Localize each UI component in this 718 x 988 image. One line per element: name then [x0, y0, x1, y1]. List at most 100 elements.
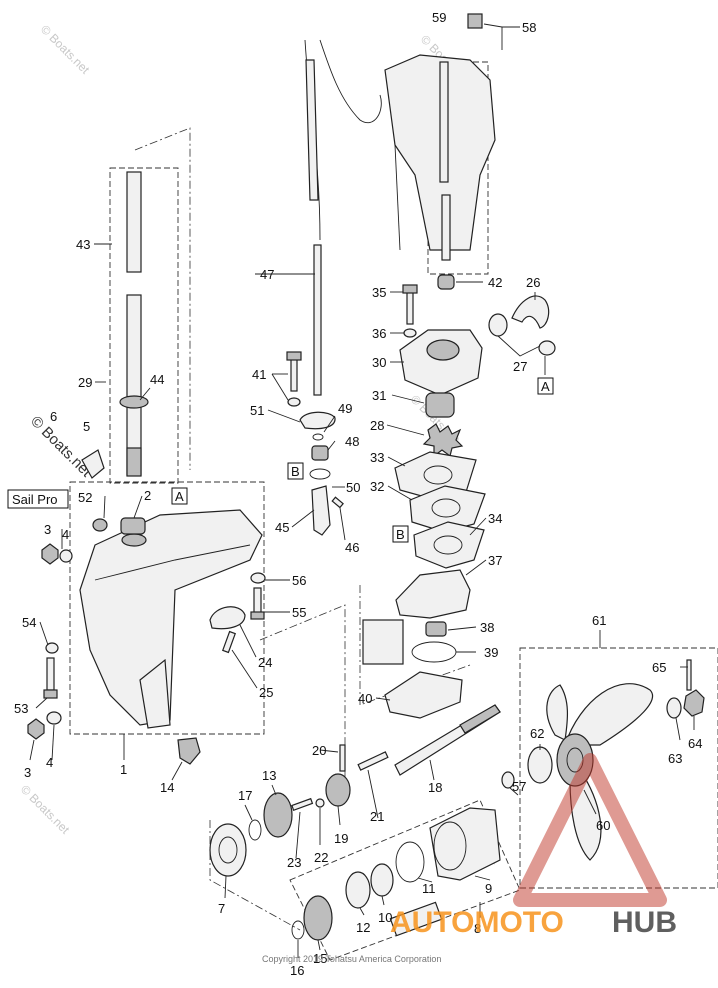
part-number-46: 46 — [345, 540, 359, 555]
washer-4b — [46, 711, 62, 725]
part-number-35: 35 — [372, 285, 386, 300]
impeller-cartridge-31 — [425, 392, 455, 418]
gasket-33-hole — [423, 465, 453, 485]
sail-pro-box — [7, 489, 69, 509]
washer-36 — [403, 328, 417, 338]
part-number-38: 38 — [480, 620, 494, 635]
water-tube-26 — [511, 295, 550, 329]
watermark-boats-net: © Boats.net — [38, 22, 93, 77]
watermark-boats-net: © Boats.net — [18, 782, 73, 837]
part-number-12: 12 — [356, 920, 370, 935]
propeller-shaft-assembly — [177, 704, 553, 941]
part-number-61: 61 — [592, 613, 606, 628]
shift-rod-lower — [313, 244, 322, 396]
bearing-housing-9 — [429, 807, 501, 881]
o-ring-49 — [312, 433, 324, 441]
bushing-48 — [311, 445, 329, 461]
ref-label-b-shift: B — [291, 464, 300, 479]
part-number-60: 60 — [596, 818, 610, 833]
nut-3b — [27, 718, 45, 740]
part-number-54: 54 — [22, 615, 36, 630]
o-ring-50 — [309, 468, 331, 480]
part-number-2: 2 — [144, 488, 151, 503]
joint-27b — [538, 340, 556, 356]
bolt-53-head — [43, 689, 58, 699]
ref-label-b-pump: B — [396, 527, 405, 542]
pin-46 — [331, 496, 344, 509]
part-number-52: 52 — [78, 490, 92, 505]
part-number-65: 65 — [652, 660, 666, 675]
bolt-41 — [290, 356, 298, 392]
forward-gear-13 — [263, 792, 293, 838]
ref-label-a-top: A — [541, 379, 550, 394]
ref-label-a-gearcase: A — [175, 489, 184, 504]
washer-54 — [45, 642, 59, 654]
part-number-4: 4 — [62, 527, 69, 542]
part-number-13: 13 — [262, 768, 276, 783]
part-number-22: 22 — [314, 850, 328, 865]
part-number-8: 8 — [474, 921, 481, 936]
part-number-10: 10 — [378, 910, 392, 925]
part-number-25: 25 — [259, 685, 273, 700]
drive-shaft-spline — [126, 447, 142, 477]
part-number-29: 29 — [78, 375, 92, 390]
thrust-holder-62 — [527, 746, 553, 784]
shift-rod — [305, 59, 322, 396]
logo-hub-text: HUB — [612, 906, 677, 939]
part-number-59: 59 — [432, 10, 446, 25]
pin-23 — [291, 797, 314, 812]
part-number-33: 33 — [370, 450, 384, 465]
pinion-gear-14 — [177, 737, 201, 765]
grommet-59 — [467, 13, 483, 29]
bolt-41-head — [286, 351, 302, 361]
housing-line — [319, 39, 382, 123]
part-number-64: 64 — [688, 736, 702, 751]
plate-32 — [409, 485, 486, 533]
water-pipe — [437, 13, 483, 290]
gasket-34 — [413, 521, 485, 569]
propeller-blade-upper — [564, 683, 654, 746]
bolt-55 — [253, 587, 262, 615]
part-number-27: 27 — [513, 359, 527, 374]
part-number-21: 21 — [370, 809, 384, 824]
driveshaft-group-outline — [109, 167, 179, 484]
part-number-19: 19 — [334, 831, 348, 846]
water-pipe-upper — [439, 61, 449, 183]
bearing-12 — [345, 871, 371, 909]
water-pump — [362, 284, 556, 719]
bearing-7-inner — [218, 836, 238, 864]
part-number-44: 44 — [150, 372, 164, 387]
drive-shaft — [119, 171, 149, 477]
bearing-10 — [370, 863, 394, 897]
part-number-34: 34 — [488, 511, 502, 526]
part-number-55: 55 — [292, 605, 306, 620]
ref-box-a-gearcase — [171, 487, 188, 505]
part-number-31: 31 — [372, 388, 386, 403]
part-number-49: 49 — [338, 401, 352, 416]
part-number-43: 43 — [76, 237, 90, 252]
gear-case — [79, 509, 263, 729]
washer-4a — [59, 549, 73, 563]
plate-51 — [299, 411, 336, 430]
pump-base-37 — [395, 569, 471, 619]
part-number-26: 26 — [526, 275, 540, 290]
propeller-blade-left — [546, 684, 568, 741]
part-number-39: 39 — [484, 645, 498, 660]
prop-nut-64 — [683, 689, 705, 717]
part-number-40: 40 — [358, 691, 372, 706]
shift-components — [286, 351, 344, 536]
part-number-36: 36 — [372, 326, 386, 341]
bearing-7 — [209, 823, 247, 877]
part-number-48: 48 — [345, 434, 359, 449]
dashdot-guide-2 — [259, 604, 346, 800]
joint-27a — [488, 313, 508, 337]
impeller-28 — [422, 423, 464, 458]
bolt-35-head — [402, 284, 418, 294]
bolt-55-head — [250, 611, 265, 620]
leader-lines — [29, 23, 695, 958]
water-pipe-lower — [441, 194, 451, 261]
drive-shaft-upper — [126, 171, 142, 273]
gasket-40 — [384, 671, 463, 719]
cotter-pin-65 — [686, 659, 692, 691]
anode-5 — [81, 449, 105, 479]
